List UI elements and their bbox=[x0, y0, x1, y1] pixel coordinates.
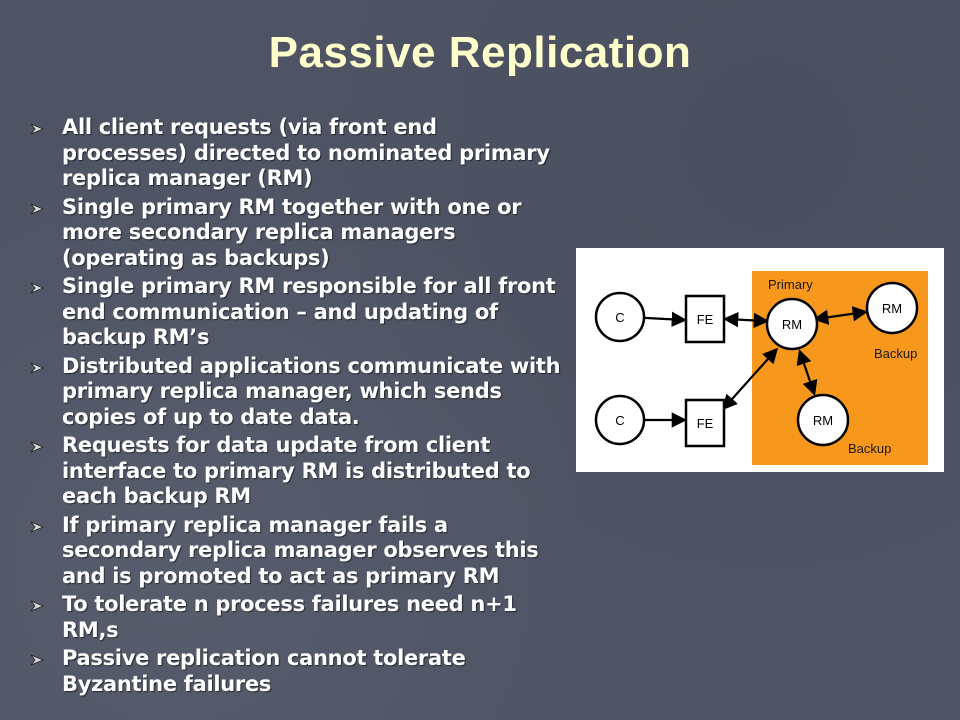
primary-rm-node: RM bbox=[765, 297, 819, 351]
front-end-label: FE bbox=[697, 416, 714, 431]
bullet-item: Single primary RM responsible for all fr… bbox=[28, 274, 568, 351]
bullet-text: Single primary RM responsible for all fr… bbox=[62, 274, 556, 349]
backup-rm-label: RM bbox=[882, 301, 902, 316]
bullet-text: Requests for data update from client int… bbox=[62, 433, 531, 508]
arrow-bullet-icon bbox=[30, 203, 44, 214]
client-node: C bbox=[594, 394, 646, 446]
front-end-label: FE bbox=[697, 312, 714, 327]
client-label: C bbox=[615, 413, 624, 428]
backup-label: Backup bbox=[848, 441, 891, 456]
bullet-item: All client requests (via front end proce… bbox=[28, 115, 568, 192]
bullet-text: Distributed applications communicate wit… bbox=[62, 353, 561, 429]
front-end-node: FE bbox=[684, 294, 726, 344]
bullet-text: Single primary RM together with one or m… bbox=[62, 194, 522, 270]
arrow-bullet-icon bbox=[30, 521, 44, 532]
arrow-bullet-icon bbox=[30, 600, 44, 612]
bullet-text: Passive replication cannot tolerate Byza… bbox=[62, 646, 466, 696]
primary-rm-label: RM bbox=[782, 317, 802, 332]
arrow-bullet-icon bbox=[30, 441, 44, 453]
replication-diagram: Primary C C FE FE RM bbox=[576, 248, 944, 472]
arrow-bullet-icon bbox=[30, 362, 44, 373]
link-rm-primary-rm-backup1 bbox=[812, 306, 869, 325]
backup-rm-node: RM bbox=[796, 393, 850, 447]
arrow-bullet-icon bbox=[30, 123, 44, 135]
backup-rm-node: RM bbox=[865, 281, 919, 335]
bullet-text: If primary replica manager fails a secon… bbox=[62, 512, 539, 588]
bullet-item: Single primary RM together with one or m… bbox=[28, 195, 568, 272]
backup-rm-label: RM bbox=[813, 413, 833, 428]
front-end-node: FE bbox=[684, 398, 726, 448]
link-rm-primary-rm-backup2 bbox=[796, 349, 818, 396]
bullet-list: All client requests (via front end proce… bbox=[28, 115, 568, 700]
client-node: C bbox=[594, 291, 646, 343]
bullet-item: Passive replication cannot tolerate Byza… bbox=[28, 646, 568, 697]
bullet-item: Distributed applications communicate wit… bbox=[28, 354, 568, 431]
bullet-text: All client requests (via front end proce… bbox=[62, 115, 550, 190]
slide-title: Passive Replication bbox=[268, 28, 692, 77]
bullet-item: If primary replica manager fails a secon… bbox=[28, 513, 568, 590]
arrow-bullet-icon bbox=[30, 654, 44, 666]
primary-region-label: Primary bbox=[768, 277, 813, 292]
bullet-text: To tolerate n process failures need n+1 … bbox=[62, 592, 517, 642]
backup-label: Backup bbox=[874, 346, 917, 361]
bullet-item: Requests for data update from client int… bbox=[28, 433, 568, 510]
link-fe2-rm-primary bbox=[721, 347, 779, 411]
arrow-bullet-icon bbox=[30, 282, 44, 294]
client-label: C bbox=[615, 310, 624, 325]
bullet-item: To tolerate n process failures need n+1 … bbox=[28, 592, 568, 643]
link-fe1-rm-primary bbox=[722, 311, 770, 329]
